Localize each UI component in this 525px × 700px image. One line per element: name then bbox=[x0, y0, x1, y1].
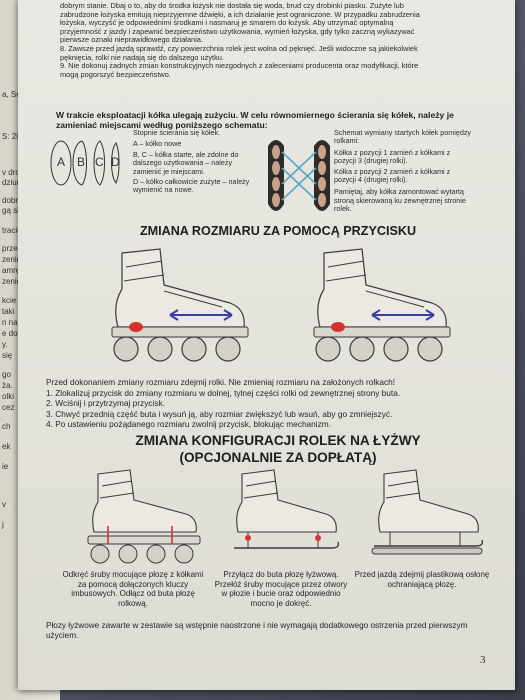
wheel-swap-diagram bbox=[268, 140, 330, 211]
config-section-title: ZMIANA KONFIGURACJI ROLEK NA ŁYŻWY (OPCJ… bbox=[58, 432, 498, 466]
wheel-label-a: A bbox=[57, 155, 66, 169]
text-line: 8. Zawsze przed jazdą sprawdź, czy powie… bbox=[60, 43, 418, 53]
wheel-label-d: D bbox=[111, 155, 120, 169]
prev-page-fragment: e do bbox=[2, 329, 18, 338]
prev-page-fragment: zenie bbox=[2, 277, 22, 286]
text-line: zabrudzone łożyska emitują nieprzyjemne … bbox=[60, 9, 420, 19]
prev-page-fragment: tracić bbox=[2, 226, 22, 235]
text-line: mogą pogorszyć bezpieczeństwo. bbox=[60, 69, 171, 79]
prev-page-fragment: n na bbox=[2, 318, 18, 327]
size-instructions: Przed dokonaniem zmiany rozmiaru zdejmij… bbox=[46, 377, 476, 430]
prev-page-fragment: dziury, bbox=[2, 178, 25, 187]
config-title-line-2: (OPCJONALNIE ZA DOPŁATĄ) bbox=[179, 450, 377, 465]
swap-heading: Schemat wymiany startych kółek pomiędzy … bbox=[334, 128, 472, 146]
prev-page-fragment: dobrze bbox=[2, 196, 27, 205]
prev-page-fragment: S: 20-60 bbox=[2, 132, 32, 141]
instruction-line: 1. Zlokalizuj przycisk do zmiany rozmiar… bbox=[46, 387, 401, 398]
config-caption-3: Przed jazdą zdejmij plastikową osłonę oc… bbox=[354, 570, 490, 589]
prev-page-fragment: się bbox=[2, 351, 13, 360]
prev-page-fragment: v drogi, bbox=[2, 168, 29, 177]
text-line: dobrym stanie. Dbaj o to, aby do środka … bbox=[60, 1, 404, 10]
prev-page-fragment: v bbox=[2, 500, 6, 509]
prev-page-fragment: ek bbox=[2, 442, 11, 451]
wear-grades-diagram bbox=[50, 140, 120, 186]
prev-page-fragment: ch bbox=[2, 422, 11, 431]
text-line: pierwsze oznaki nieprawidłowego działani… bbox=[60, 35, 203, 45]
skate-size-figure-2 bbox=[313, 248, 451, 362]
text-line: przyjemność z jazdy i zapewnić bezpiecze… bbox=[60, 26, 415, 36]
text-line: pęknięcia, rolki nie nadają się do dalsz… bbox=[60, 52, 224, 62]
prev-page-fragment: olki bbox=[2, 392, 15, 401]
prev-page-fragment: gą się bbox=[2, 206, 24, 215]
swap-rule-2: Kółka z pozycji 2 zamień z kółkami z poz… bbox=[334, 166, 451, 185]
prev-page-fragment: amrę bbox=[2, 266, 21, 275]
instruction-line: Przed dokonaniem zmiany rozmiaru zdejmij… bbox=[46, 377, 396, 387]
config-caption-1: Odkręć śruby mocujące płozę z kółkami za… bbox=[62, 570, 204, 608]
skate-config-figure-3 bbox=[371, 469, 484, 555]
wear-intro: W trakcie eksploatacji kółka ulegają zuż… bbox=[56, 110, 454, 130]
prev-page-fragment: a, Senia bbox=[2, 90, 32, 99]
config-caption-2: Przyłącz do buta płozę łyżwową. Przełóż … bbox=[214, 570, 348, 608]
swap-note: Pamiętaj, aby kółka zamontować wytartą s… bbox=[334, 187, 466, 214]
prev-page-fragment: ża. bbox=[2, 381, 13, 390]
config-title-line-1: ZMIANA KONFIGURACJI ROLEK NA ŁYŻWY bbox=[135, 433, 421, 448]
prev-page-fragment: j bbox=[2, 520, 4, 529]
page-footer-note: Płozy łyżwowe zawarte w zestawie są wstę… bbox=[46, 621, 468, 640]
instruction-line: 3. Chwyć przednią część buta i wysuń ją,… bbox=[46, 408, 393, 419]
prev-page-fragment: zenie bbox=[2, 255, 22, 264]
swap-legend: Schemat wymiany startych kółek pomiędzy … bbox=[334, 128, 474, 214]
page-number: 3 bbox=[480, 654, 486, 666]
manual-page: dobrym stanie. Dbaj o to, aby do środka … bbox=[18, 0, 515, 690]
instruction-line: 4. Po ustawieniu pożądanego rozmiaru zwo… bbox=[46, 419, 331, 430]
wear-bc: B, C – kółka starte, ale zdolne do dalsz… bbox=[133, 149, 239, 176]
text-line: 9. Nie dokonuj żadnych zmian konstrukcyj… bbox=[60, 61, 419, 71]
prev-page-fragment: y. bbox=[2, 340, 8, 349]
wheel-label-b: B bbox=[77, 155, 86, 169]
prev-page-fragment: cez bbox=[2, 403, 15, 412]
maintenance-text: dobrym stanie. Dbaj o to, aby do środka … bbox=[60, 1, 500, 79]
prev-page-fragment: go bbox=[2, 370, 11, 379]
prev-page-fragment: ie bbox=[2, 462, 9, 471]
prev-page-fragment: kcie bbox=[2, 296, 17, 305]
wear-legend: Stopnie ścierania się kółek. A – kółko n… bbox=[133, 128, 258, 195]
text-line: łożyska, wyczyść je odpowiednimi środkam… bbox=[60, 18, 394, 28]
prev-page-fragment: przed bbox=[2, 244, 23, 253]
skate-config-figure-1 bbox=[87, 469, 201, 564]
skate-config-figure-2 bbox=[234, 469, 340, 549]
prev-page-fragment: taki bbox=[2, 307, 15, 316]
wear-heading: Stopnie ścierania się kółek. bbox=[133, 128, 221, 137]
wheel-label-c: C bbox=[95, 155, 104, 169]
skate-size-figure-1 bbox=[111, 248, 249, 362]
wear-d: D – kółko całkowicie zużyte – należy wym… bbox=[133, 177, 250, 195]
swap-rule-1: Kółka z pozycji 1 zamień z kółkami z poz… bbox=[334, 147, 451, 166]
instruction-line: 2. Wciśnij i przytrzymaj przycisk. bbox=[46, 398, 165, 409]
size-section-title: ZMIANA ROZMIARU ZA POMOCĄ PRZYCISKU bbox=[139, 224, 417, 238]
wear-a: A – kółko nowe bbox=[133, 139, 182, 149]
